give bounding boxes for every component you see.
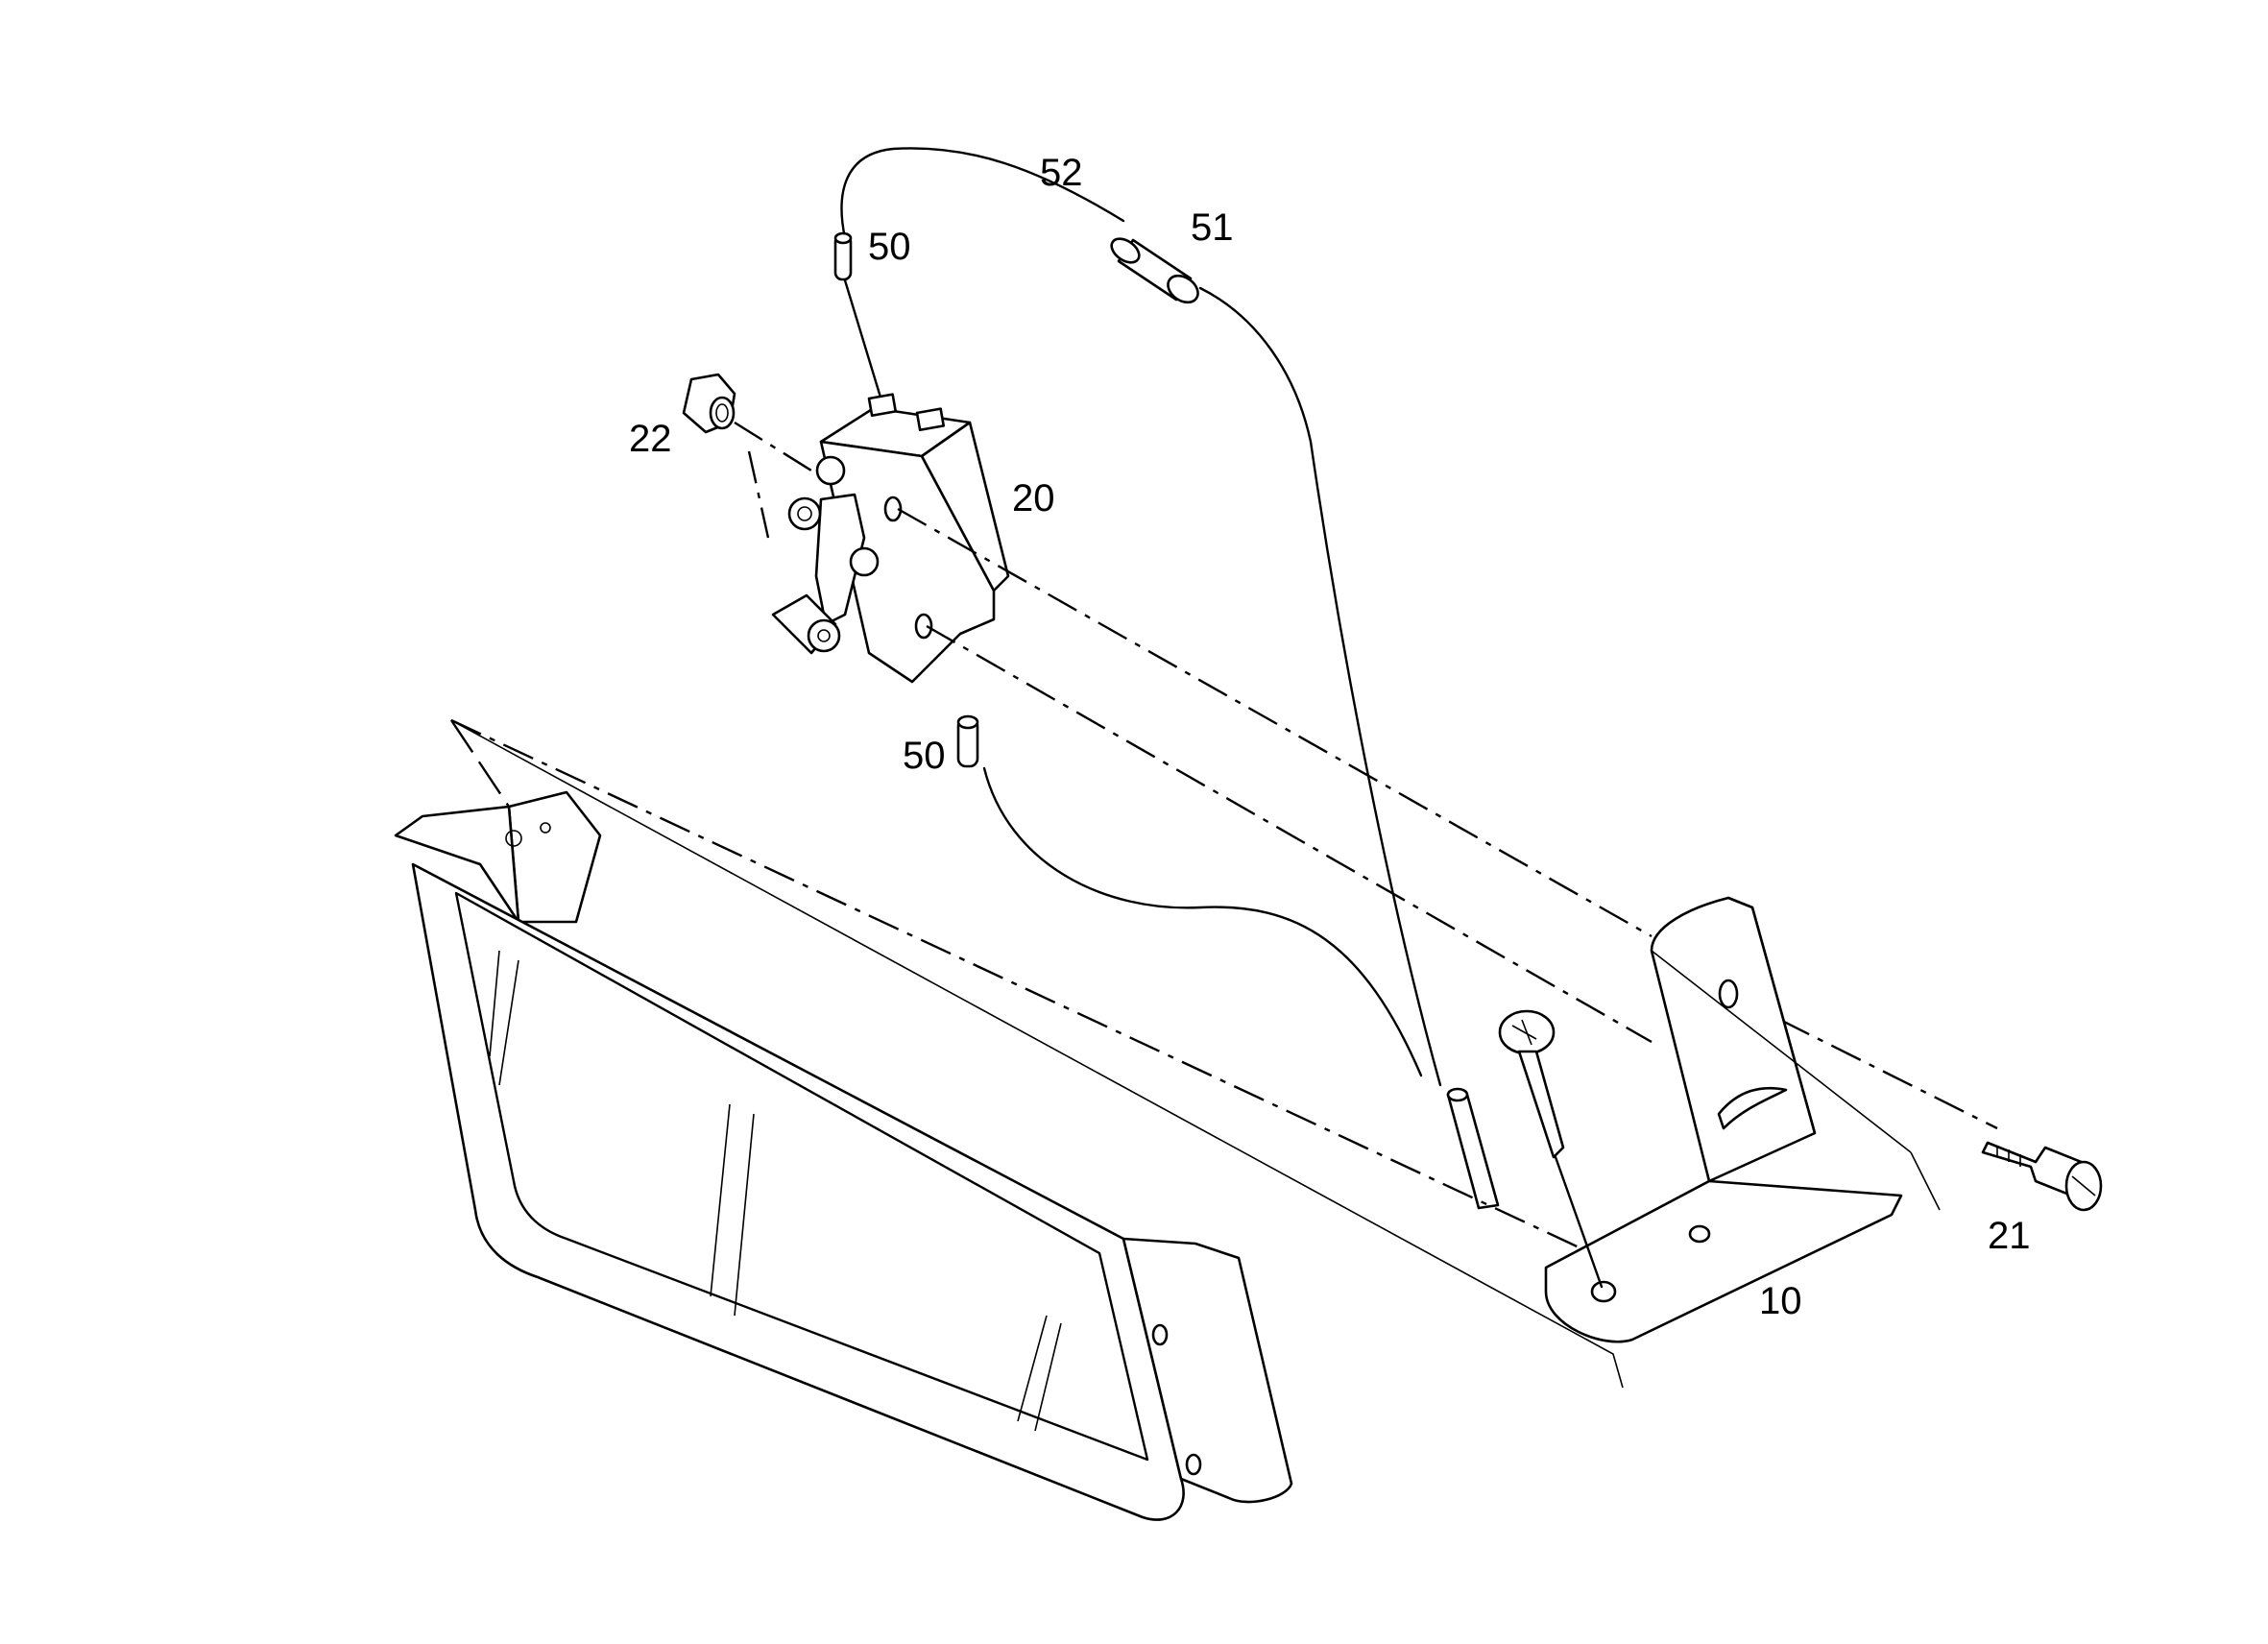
terminal-50-lower: [956, 714, 1423, 1077]
wire-52: [840, 147, 1442, 1087]
bracket-10: [1544, 896, 1941, 1343]
callout-10: 10: [1759, 1280, 1802, 1322]
alignment-lines: [450, 507, 1998, 1274]
callout-51: 51: [1191, 206, 1234, 249]
callout-20: 20: [1012, 477, 1055, 520]
sensor-tube: [1446, 1087, 1500, 1210]
callout-21: 21: [1988, 1215, 2031, 1257]
microswitch-20: [771, 393, 1010, 684]
callout-52: 52: [1040, 152, 1083, 194]
callout-50-upper: 50: [868, 226, 911, 268]
sleeve-51: [1110, 237, 1199, 304]
wood-screw: [1498, 1009, 1604, 1289]
mirror-frame: [394, 719, 1624, 1521]
callout-22: 22: [629, 418, 672, 460]
screw-21: [1981, 1141, 2103, 1212]
callout-50-lower: 50: [903, 735, 946, 777]
nut-22: [682, 373, 812, 539]
